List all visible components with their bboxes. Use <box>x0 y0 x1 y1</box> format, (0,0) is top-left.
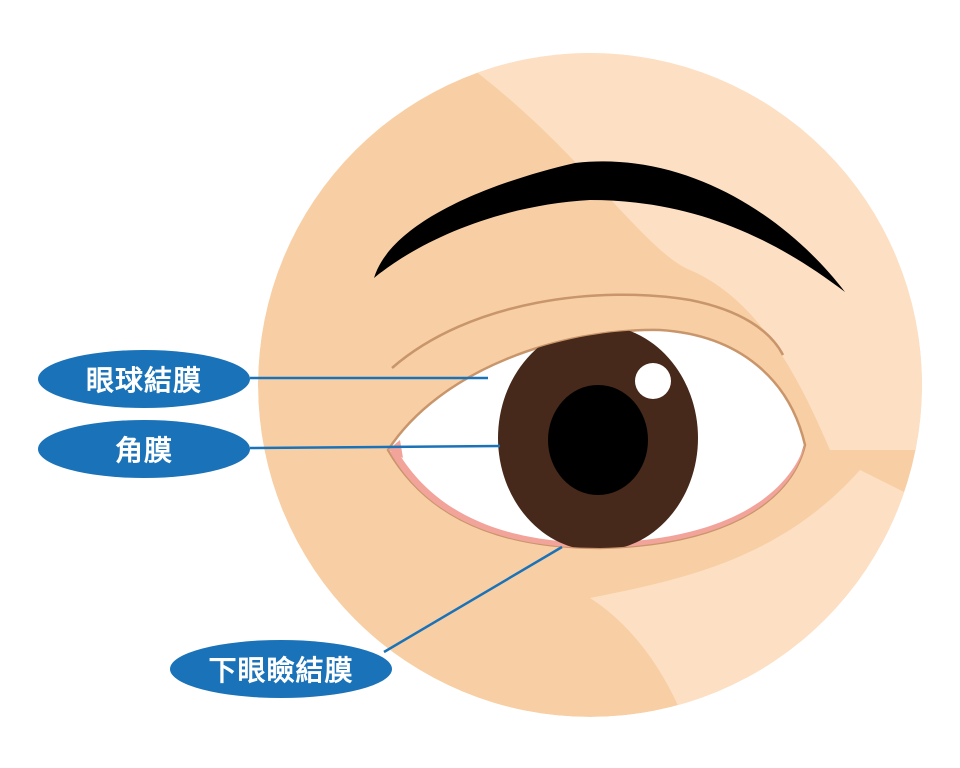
label-lower-palpebral-conjunctiva: 下眼瞼結膜 <box>170 640 392 698</box>
iris-highlight <box>635 363 671 399</box>
label-cornea: 角膜 <box>38 420 250 478</box>
pupil <box>548 385 648 495</box>
label-lower-palpebral-conjunctiva-text: 下眼瞼結膜 <box>208 654 354 687</box>
inner-canthus <box>388 440 403 458</box>
label-bulbar-conjunctiva-text: 眼球結膜 <box>85 364 202 397</box>
eyelid-crease <box>391 293 785 369</box>
leader-line-cornea <box>249 444 501 450</box>
label-bulbar-conjunctiva: 眼球結膜 <box>38 350 250 408</box>
label-cornea-text: 角膜 <box>114 434 173 467</box>
leader-line-lower-conjunctiva <box>383 545 563 654</box>
eyebrow <box>374 161 845 292</box>
